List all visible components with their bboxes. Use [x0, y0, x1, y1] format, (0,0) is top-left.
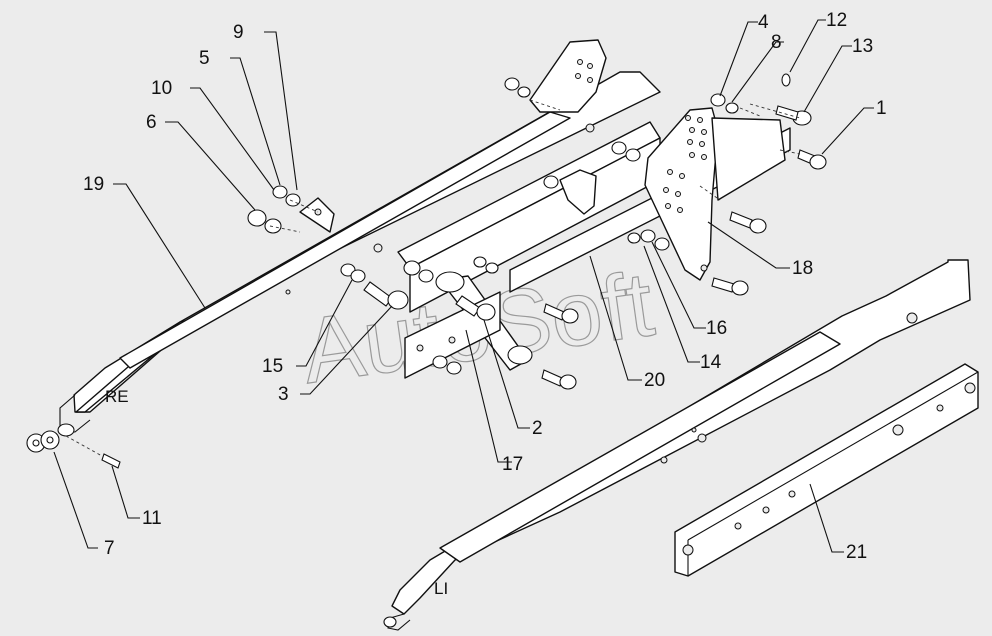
side-label-right: RE — [105, 387, 129, 406]
callout-19: 19 — [83, 174, 104, 195]
side-label-left: LI — [434, 579, 448, 598]
mounting-plate — [644, 107, 786, 281]
callout-16: 16 — [706, 318, 727, 339]
callout-13: 13 — [852, 36, 873, 57]
flat-bar — [674, 363, 979, 577]
callout-10: 10 — [151, 78, 172, 99]
callout-12: 12 — [826, 10, 847, 31]
callout-7: 7 — [104, 538, 115, 559]
lower-link-arm-left: LI — [383, 259, 971, 631]
clevis-bracket — [299, 197, 335, 233]
callout-2: 2 — [532, 418, 543, 439]
callout-18: 18 — [792, 258, 813, 279]
assembly-lines — [65, 99, 801, 457]
upper-bracket — [529, 39, 607, 215]
callout-6: 6 — [146, 112, 157, 133]
callout-8: 8 — [771, 32, 782, 53]
callout-17: 17 — [502, 454, 523, 475]
callout-14: 14 — [700, 352, 722, 373]
leader-lines — [53, 19, 874, 553]
callout-1: 1 — [876, 98, 887, 119]
hardware-bolts — [101, 105, 827, 469]
callout-9: 9 — [233, 22, 244, 43]
callout-labels: 9 5 10 6 19 4 8 12 13 1 18 16 14 20 15 3… — [83, 10, 887, 563]
callout-4: 4 — [758, 12, 769, 33]
callout-5: 5 — [199, 48, 210, 69]
callout-15: 15 — [262, 356, 283, 377]
callout-21: 21 — [846, 542, 867, 563]
lower-link-arm-right: RE — [57, 71, 661, 437]
callout-11: 11 — [142, 508, 162, 529]
callout-20: 20 — [644, 370, 665, 391]
callout-3: 3 — [278, 384, 289, 405]
hardware-nuts-washers — [26, 73, 812, 453]
